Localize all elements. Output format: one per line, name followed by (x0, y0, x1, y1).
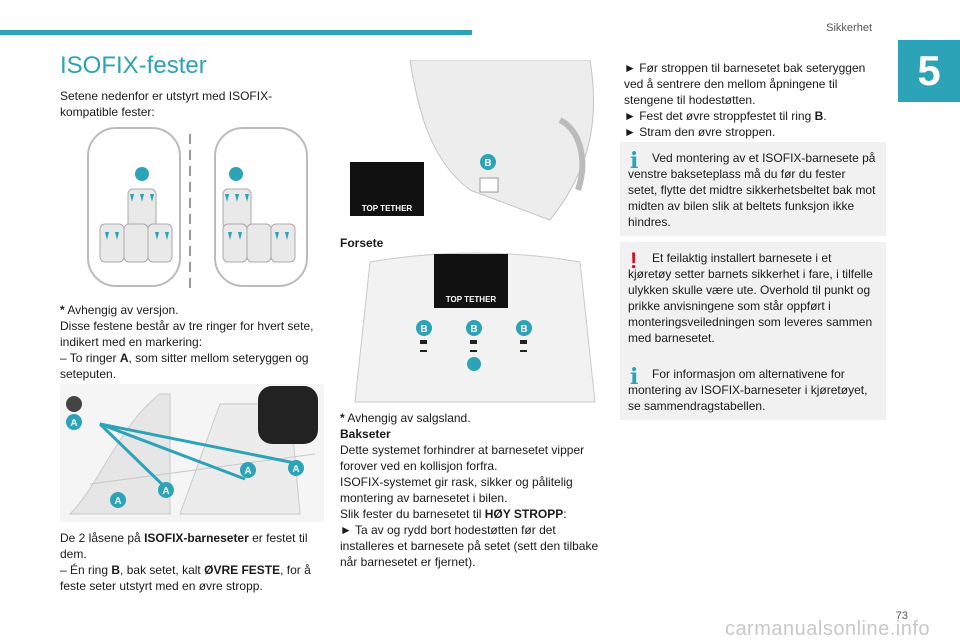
version-note-block: * Avhengig av versjon. Disse festene bes… (60, 302, 326, 382)
country-note: Avhengig av salgsland. (347, 411, 471, 425)
ring-a-label: A (114, 496, 121, 507)
footnote-star: * (60, 303, 65, 317)
trunk-anchors-figure: TOP TETHER B B B (354, 252, 596, 403)
chapter-number-tab: 5 (898, 40, 960, 102)
rings-description: Disse festene består av tre ringer for h… (60, 319, 314, 349)
warning-text: Et feilaktig installert barnesete i et k… (628, 251, 873, 345)
step-route-strap: ► Før stroppen til barnesetet bak setery… (624, 61, 866, 107)
page-number: 73 (895, 610, 908, 622)
ring-a-label: A (292, 464, 299, 475)
top-tether-icon (350, 162, 424, 216)
info-text: For informasjon om alternativene for mon… (628, 367, 868, 413)
ring-a-label: A (70, 418, 77, 429)
ring-b-label: B (484, 158, 491, 169)
top-tether-label: TOP TETHER (362, 204, 413, 213)
isofix-description: ISOFIX-systemet gir rask, sikker og påli… (340, 475, 573, 505)
warning-box: ! Et feilaktig installert barnesete i et… (620, 242, 886, 368)
high-strap-intro: Slik fester du barnesetet til HØY STROPP… (340, 507, 567, 521)
rear-seats-heading: Bakseter (340, 427, 391, 441)
step-tighten-strap: ► Stram den øvre stroppen. (624, 125, 776, 139)
step-attach-ring: ► Fest det øvre stroppfestet til ring B. (624, 109, 827, 123)
version-note: Avhengig av versjon. (67, 303, 179, 317)
info-box-belt: i Ved montering av et ISOFIX-barnesete p… (620, 142, 886, 236)
rear-seats-block: * Avhengig av salgsland. Bakseter Dette … (340, 410, 610, 570)
front-seat-heading: Forsete (340, 236, 384, 250)
step-remove-headrest: ► Ta av og rydd bort hodestøtten før det… (340, 523, 599, 569)
info-icon: i (630, 148, 639, 174)
ring-a-item: – To ringer A, som sitter mellom seteryg… (60, 351, 309, 381)
system-description: Dette systemet forhindrer at barnesetet … (340, 443, 585, 473)
top-tether-icon (434, 254, 508, 308)
info-box-table: i For informasjon om alternativene for m… (620, 358, 886, 420)
column-left: Setene nedenfor er utstyrt med ISOFIX-ko… (60, 88, 326, 120)
isofix-rings-text: De 2 låsene på ISOFIX-barneseter er fest… (60, 531, 308, 561)
info-text: Ved montering av et ISOFIX-barnesete på … (628, 151, 876, 229)
column-right: ► Før stroppen til barnesetet bak setery… (624, 60, 886, 140)
footnote-star: * (340, 411, 345, 425)
ring-b-item: – Én ring B, bak setet, kalt ØVRE FESTE,… (60, 563, 311, 593)
rings-block: De 2 låsene på ISOFIX-barneseter er fest… (60, 530, 326, 594)
intro-text: Setene nedenfor er utstyrt med ISOFIX-ko… (60, 89, 273, 119)
car-seats-top-view-figure (87, 127, 308, 289)
header-accent-bar (0, 30, 472, 35)
info-icon: i (630, 364, 639, 390)
ring-b-label: B (420, 324, 427, 335)
page-title: ISOFIX-fester (60, 52, 207, 79)
watermark: carmanualsonline.info (724, 618, 930, 640)
top-tether-label: TOP TETHER (446, 295, 497, 304)
ring-b-label: B (470, 324, 477, 335)
section-title: Sikkerhet (826, 22, 872, 34)
rear-seat-anchors-figure: A A A A A (60, 384, 324, 522)
front-seat-heading-block: Forsete (340, 235, 610, 251)
seatback-top-tether-figure: B TOP TETHER (350, 60, 595, 221)
ring-a-label: A (244, 466, 251, 477)
ring-b-label: B (520, 324, 527, 335)
ring-a-label: A (162, 486, 169, 497)
warning-icon: ! (630, 248, 638, 273)
